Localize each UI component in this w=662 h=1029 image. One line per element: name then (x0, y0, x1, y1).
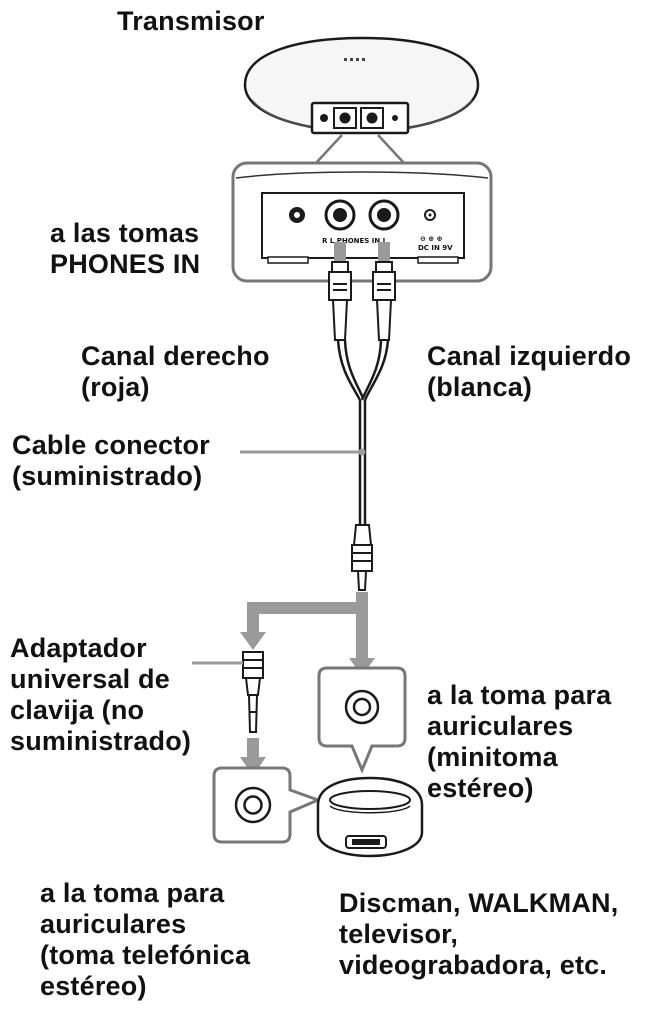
cable-label: Cable conector (suministrado) (12, 430, 210, 491)
minijack-callout (317, 666, 407, 774)
rca-plugs (328, 261, 396, 341)
enlarged-jack-panel: R L PHONES IN L ⊖ ⊕ ⊕ DC IN 9V (231, 161, 493, 283)
dc-symbol: ⊖ ⊕ ⊕ (420, 235, 442, 243)
universal-plug-adapter (242, 651, 264, 733)
phones-in-label: a las tomas PHONES IN (50, 218, 201, 279)
portable-player-illustration (316, 776, 424, 858)
routing-arrows (240, 592, 375, 676)
enlargement-callout (315, 134, 405, 164)
speaker-grille-icon (344, 58, 365, 61)
adapter-label: Adaptador universal de clavija (no sumin… (10, 633, 192, 756)
dc-in-label: DC IN 9V (418, 244, 453, 252)
devices-label: Discman, WALKMAN, televisor, videograbad… (339, 888, 619, 980)
minijack-label: a la toma para auriculares (minitoma est… (427, 680, 612, 803)
jack-panel-label: R L PHONES IN L (322, 237, 388, 245)
right-channel-label: Canal derecho (roja) (81, 341, 270, 402)
connecting-cable (336, 339, 390, 525)
mini-plug (351, 524, 373, 591)
left-channel-label: Canal izquierdo (blanca) (427, 341, 632, 402)
cable-callout-dot (358, 448, 366, 456)
phonejack-label: a la toma para auriculares (toma telefón… (40, 878, 251, 1001)
transmitter-label: Transmisor (117, 6, 265, 36)
transmitter-illustration (243, 36, 480, 135)
phones-in-arrows (334, 242, 390, 262)
phonejack-callout (212, 766, 323, 844)
